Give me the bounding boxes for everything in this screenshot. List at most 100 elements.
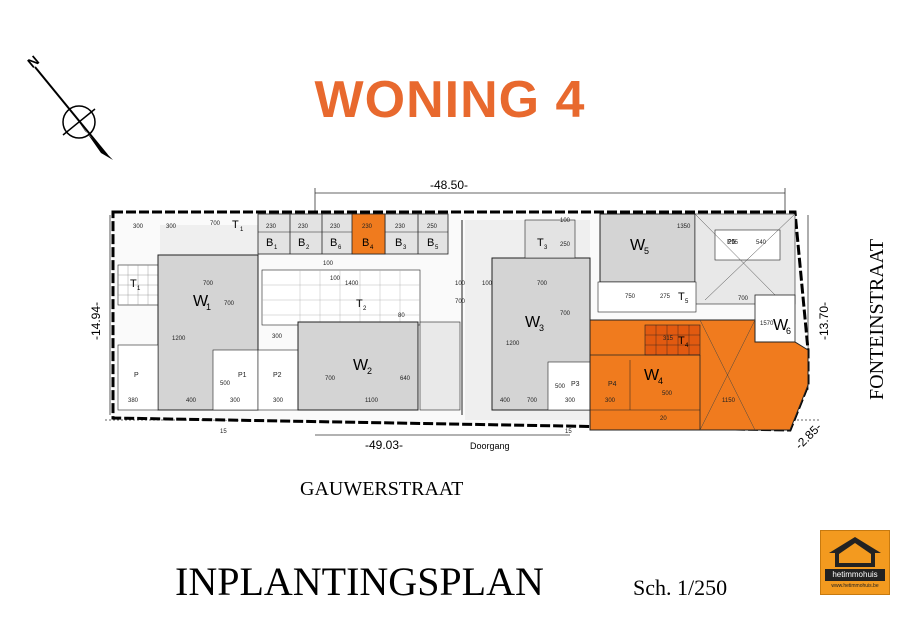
unit-w5-label: W — [630, 237, 646, 254]
measure: 700 — [527, 398, 538, 404]
measure: 500 — [662, 391, 673, 397]
storage-b3: B — [395, 237, 402, 249]
storage-b1: B — [266, 237, 273, 249]
measure: 700 — [537, 281, 548, 287]
parking-p4: P4 — [608, 381, 617, 388]
measure: 500 — [555, 384, 566, 390]
street-bottom: GAUWERSTRAAT — [300, 478, 464, 500]
unit-w3-label: W — [525, 314, 541, 331]
measure: 400 — [500, 398, 511, 404]
measure: 20 — [660, 416, 667, 422]
brand-logo: hetimmohuis www.hetimmohuis.be — [820, 530, 890, 595]
measure: 100 — [330, 276, 341, 282]
measure: 1200 — [172, 336, 186, 342]
unit-w2-sub: 2 — [367, 366, 372, 376]
measure: 380 — [128, 398, 139, 404]
measure: 100 — [455, 281, 466, 287]
unit-w1-label: W — [193, 293, 209, 310]
scale-label: Sch. 1/250 — [633, 575, 728, 600]
measure: 230 — [395, 224, 406, 230]
storage-t5: T — [678, 291, 685, 303]
measure: 250 — [427, 224, 438, 230]
storage-t1a-sub: 1 — [137, 286, 141, 292]
measure: 300 — [272, 334, 283, 340]
measure: 1150 — [722, 398, 736, 404]
measure: 100 — [323, 261, 334, 267]
parking-p2: P2 — [273, 372, 282, 379]
measure: 1100 — [365, 398, 379, 404]
storage-b5-sub: 5 — [435, 245, 439, 251]
dimension-corner: -2.85- — [792, 420, 824, 452]
parking-p1: P1 — [238, 372, 247, 379]
dimension-right: -13.70- — [817, 302, 831, 340]
street-right: FONTEINSTRAAT — [866, 238, 888, 400]
unit-w5-sub: 5 — [644, 246, 649, 256]
storage-t1b: T — [232, 219, 239, 231]
storage-b3-sub: 3 — [403, 245, 407, 251]
measure: 300 — [166, 224, 177, 230]
unit-w3-sub: 3 — [539, 323, 544, 333]
plan-title: INPLANTINGSPLAN — [175, 559, 544, 604]
measure: 100 — [560, 218, 571, 224]
house-icon — [829, 537, 881, 567]
dimension-top: -48.50- — [430, 178, 468, 192]
page-title: WONING 4 — [314, 71, 586, 129]
measure: 1570 — [760, 321, 774, 327]
measure: 400 — [186, 398, 197, 404]
dimension-left: -14.94- — [89, 302, 103, 340]
unit-w6-label: W — [773, 317, 789, 334]
measure: 315 — [663, 336, 674, 342]
measure: 100 — [482, 281, 493, 287]
measure: 230 — [330, 224, 341, 230]
storage-t3: T — [537, 237, 544, 249]
measure: 275 — [660, 294, 671, 300]
measure: 300 — [565, 398, 576, 404]
storage-b4-sub: 4 — [370, 245, 374, 251]
measure: 1200 — [506, 341, 520, 347]
measure: 700 — [560, 311, 571, 317]
unit-w1-sub: 1 — [206, 302, 211, 312]
storage-b6-sub: 6 — [338, 245, 342, 251]
measure: 500 — [220, 381, 231, 387]
storage-t4-sub: 4 — [685, 343, 689, 349]
unit-w4-label: W — [644, 367, 660, 384]
measure: 700 — [210, 221, 221, 227]
storage-t3-sub: 3 — [544, 245, 548, 251]
measure: 540 — [756, 240, 767, 246]
measure: 300 — [230, 398, 241, 404]
measure: 700 — [224, 301, 235, 307]
measure: 750 — [625, 294, 636, 300]
doorgang-label: Doorgang — [470, 441, 510, 451]
parking-p5: P5 — [727, 239, 736, 246]
measure: 1400 — [345, 281, 359, 287]
measure: 1350 — [677, 224, 691, 230]
logo-text: hetimmohuis — [825, 569, 885, 581]
storage-b5: B — [427, 237, 434, 249]
storage-t2-sub: 2 — [363, 306, 367, 312]
storage-t2: T — [356, 298, 363, 310]
measure: 700 — [738, 296, 749, 302]
measure: 700 — [203, 281, 214, 287]
storage-t1a: T — [130, 278, 137, 290]
unit-w6-sub: 6 — [786, 326, 791, 336]
storage-b2: B — [298, 237, 305, 249]
measure: 700 — [455, 299, 466, 305]
measure: 300 — [605, 398, 616, 404]
measure: 700 — [325, 376, 336, 382]
parking-p3: P3 — [571, 381, 580, 388]
parking-p: P — [134, 372, 139, 379]
measure: 295 — [728, 240, 739, 246]
measure: 250 — [560, 242, 571, 248]
measure: 230 — [298, 224, 309, 230]
storage-t4: T — [678, 335, 685, 347]
storage-b4: B — [362, 237, 369, 249]
storage-t5-sub: 5 — [685, 299, 689, 305]
measure: 15 — [565, 429, 572, 435]
unit-w4-sub: 4 — [658, 376, 663, 386]
storage-b6: B — [330, 237, 337, 249]
measure: 640 — [400, 376, 411, 382]
measure: 300 — [133, 224, 144, 230]
measure: 80 — [398, 313, 405, 319]
